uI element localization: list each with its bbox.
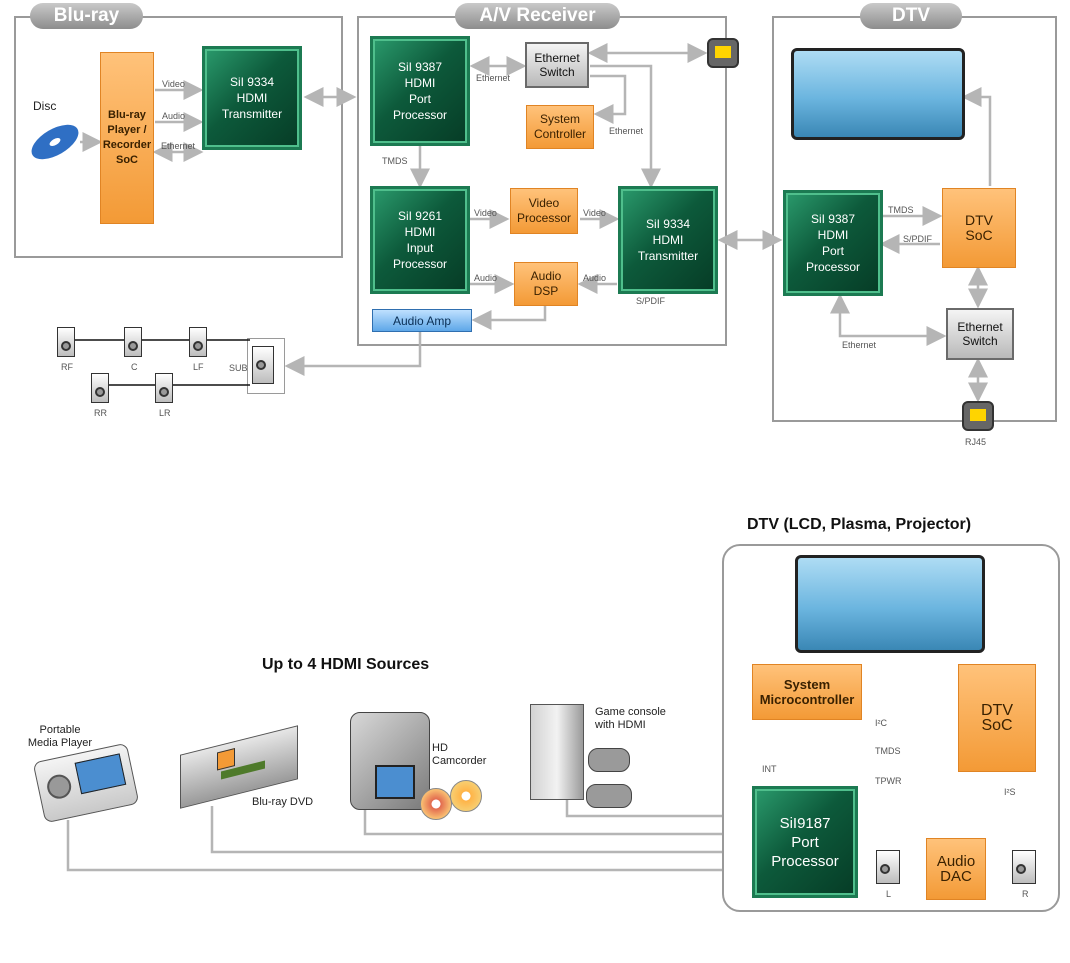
console-label: Game console with HDMI (595, 706, 666, 731)
avr-title: A/V Receiver (455, 3, 620, 29)
speaker-rf-icon (57, 327, 75, 357)
system-microcontroller: System Microcontroller (752, 664, 862, 720)
tv-screen-image (791, 48, 965, 140)
speaker-r-icon (1012, 850, 1036, 884)
game-controller-2-icon (586, 784, 632, 808)
bluray-audio-label: Audio (162, 111, 186, 121)
speaker-c-label: C (131, 362, 138, 372)
speaker-lr-icon (155, 373, 173, 403)
speaker-c-icon (124, 327, 142, 357)
i2c-label: I²C (875, 718, 887, 728)
dtv-tmds-label: TMDS (888, 205, 914, 215)
pmp-label: Portable Media Player (27, 724, 93, 749)
dtv-bottom-screen-image (795, 555, 985, 653)
disc-icon (31, 124, 79, 160)
dtv-rj45-icon (962, 401, 994, 431)
bluray-title: Blu-ray (30, 3, 143, 29)
bluray-soc: Blu-ray Player / Recorder SoC (100, 52, 154, 224)
avr-video-label-2: Video (583, 208, 606, 218)
dtv-ethernet-switch: Ethernet Switch (946, 308, 1014, 360)
speaker-l-icon (876, 850, 900, 884)
hd-camcorder-icon (350, 712, 430, 810)
sources-title: Up to 4 HDMI Sources (262, 656, 430, 673)
bluray-video-label: Video (162, 79, 185, 89)
dtv-spdif-label: S/PDIF (903, 234, 933, 244)
int-label: INT (762, 764, 777, 774)
dvd-discs-icon (420, 778, 486, 820)
avr-audio-amp: Audio Amp (372, 309, 472, 332)
dtv-port-processor: SiI 9387 HDMI Port Processor (783, 190, 883, 296)
avr-transmitter: SiI 9334 HDMI Transmitter (618, 186, 718, 294)
speaker-r-label: R (1022, 889, 1029, 899)
avr-port-processor: SiI 9387 HDMI Port Processor (370, 36, 470, 146)
speaker-rf-label: RF (61, 362, 73, 372)
dtv-bottom-title: DTV (LCD, Plasma, Projector) (747, 516, 972, 533)
avr-input-processor: SiI 9261 HDMI Input Processor (370, 186, 470, 294)
dtv-rj45-label: RJ45 (965, 437, 987, 447)
rj45-icon (707, 38, 739, 68)
avr-video-label-1: Video (474, 208, 497, 218)
avr-ethernet-switch: Ethernet Switch (525, 42, 589, 88)
speaker-l-label: L (886, 889, 892, 899)
speaker-rr-label: RR (94, 408, 107, 418)
bluray-transmitter: SiI 9334 HDMI Transmitter (202, 46, 302, 150)
dtv-ethernet-label: Ethernet (842, 340, 877, 350)
avr-audio-label-2: Audio (583, 273, 607, 283)
tpwr-label: TPWR (875, 776, 902, 786)
sii9187-port-processor: SiI9187 Port Processor (752, 786, 858, 898)
tmds-label: TMDS (875, 746, 901, 756)
dtv-soc: DTV SoC (942, 188, 1016, 268)
bottom-dtv-soc: DTV SoC (958, 664, 1036, 772)
camcorder-label: HD Camcorder (432, 742, 487, 767)
speaker-lf-icon (189, 327, 207, 357)
avr-spdif-label: S/PDIF (636, 296, 666, 306)
speaker-lf-label: LF (193, 362, 204, 372)
speaker-rr-icon (91, 373, 109, 403)
speaker-sub-icon (252, 346, 274, 384)
bluray-ethernet-label: Ethernet (161, 141, 196, 151)
game-console-icon (530, 704, 584, 800)
avr-system-controller: System Controller (526, 105, 594, 149)
avr-ethernet-label-2: Ethernet (609, 126, 644, 136)
dtv-title: DTV (860, 3, 962, 29)
bluray-dvd-label: Blu-ray DVD (252, 796, 314, 808)
audio-dac: Audio DAC (926, 838, 986, 900)
avr-tmds-label: TMDS (382, 156, 408, 166)
avr-video-processor: Video Processor (510, 188, 578, 234)
game-controller-icon (588, 748, 630, 772)
avr-ethernet-label-1: Ethernet (476, 73, 511, 83)
i2s-label: I²S (1004, 787, 1016, 797)
speaker-sub-label: SUB (229, 363, 248, 373)
avr-audio-dsp: Audio DSP (514, 262, 578, 306)
speaker-lr-label: LR (159, 408, 171, 418)
avr-audio-label-1: Audio (474, 273, 498, 283)
disc-label: Disc (33, 99, 57, 113)
